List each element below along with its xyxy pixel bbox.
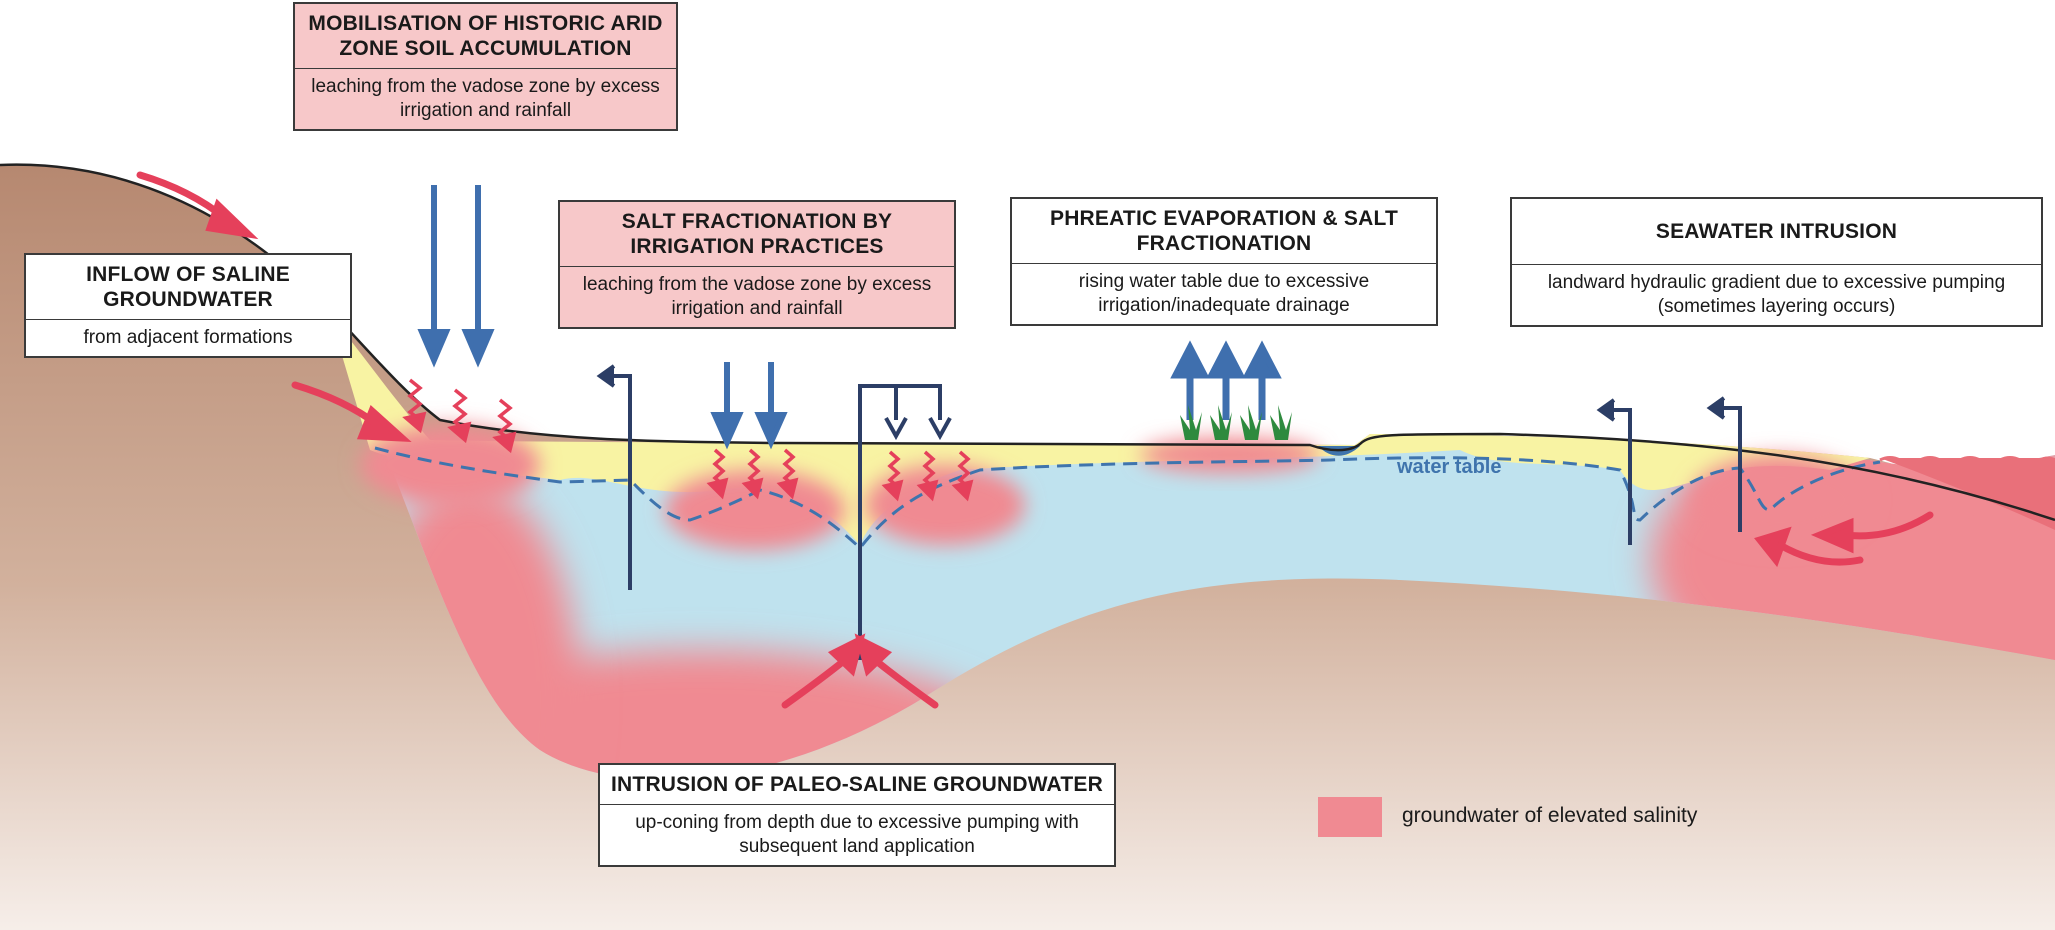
- legend-swatch: [1318, 797, 1382, 837]
- box-mobilisation-subtitle: leaching from the vadose zone by excess …: [295, 69, 676, 129]
- box-paleo: INTRUSION OF PALEO-SALINE GROUNDWATER up…: [598, 763, 1116, 867]
- water-table-label: water table: [1397, 456, 1502, 478]
- box-seawater-title: SEAWATER INTRUSION: [1512, 199, 2041, 265]
- infiltration-arrows: [417, 185, 788, 450]
- evaporation-arrows: [1170, 340, 1282, 420]
- pumping-wells: [596, 364, 1742, 660]
- water-table-line: [374, 446, 1881, 551]
- sea: [1880, 458, 2055, 530]
- box-salt-fractionation-title: SALT FRACTIONATION BY IRRIGATION PRACTIC…: [560, 202, 954, 267]
- legend-label: groundwater of elevated salinity: [1402, 804, 1698, 827]
- box-paleo-subtitle: up-coning from depth due to excessive pu…: [635, 812, 1079, 857]
- box-mobilisation-title: MOBILISATION OF HISTORIC ARID ZONE SOIL …: [295, 4, 676, 69]
- box-phreatic-subtitle: rising water table due to excessive irri…: [1078, 271, 1370, 316]
- box-inflow: INFLOW OF SALINE GROUNDWATER from adjace…: [24, 253, 352, 358]
- box-seawater-subtitle: landward hydraulic gradient due to exces…: [1547, 272, 2006, 317]
- box-inflow-title: INFLOW OF SALINE GROUNDWATER: [26, 255, 350, 320]
- box-seawater: SEAWATER INTRUSION landward hydraulic gr…: [1510, 197, 2043, 327]
- box-inflow-subtitle: from adjacent formations: [83, 327, 293, 348]
- box-paleo-title: INTRUSION OF PALEO-SALINE GROUNDWATER: [600, 765, 1114, 805]
- box-phreatic: PHREATIC EVAPORATION & SALT FRACTIONATIO…: [1010, 197, 1438, 326]
- box-salt-fractionation: SALT FRACTIONATION BY IRRIGATION PRACTIC…: [558, 200, 956, 329]
- crop-icons: [1180, 405, 1292, 440]
- box-mobilisation: MOBILISATION OF HISTORIC ARID ZONE SOIL …: [293, 2, 678, 131]
- saline-inflow-arrows: [136, 171, 1934, 709]
- box-phreatic-title: PHREATIC EVAPORATION & SALT FRACTIONATIO…: [1012, 199, 1436, 264]
- box-salt-fractionation-subtitle: leaching from the vadose zone by excess …: [560, 267, 954, 327]
- leaching-arrows: [402, 378, 974, 502]
